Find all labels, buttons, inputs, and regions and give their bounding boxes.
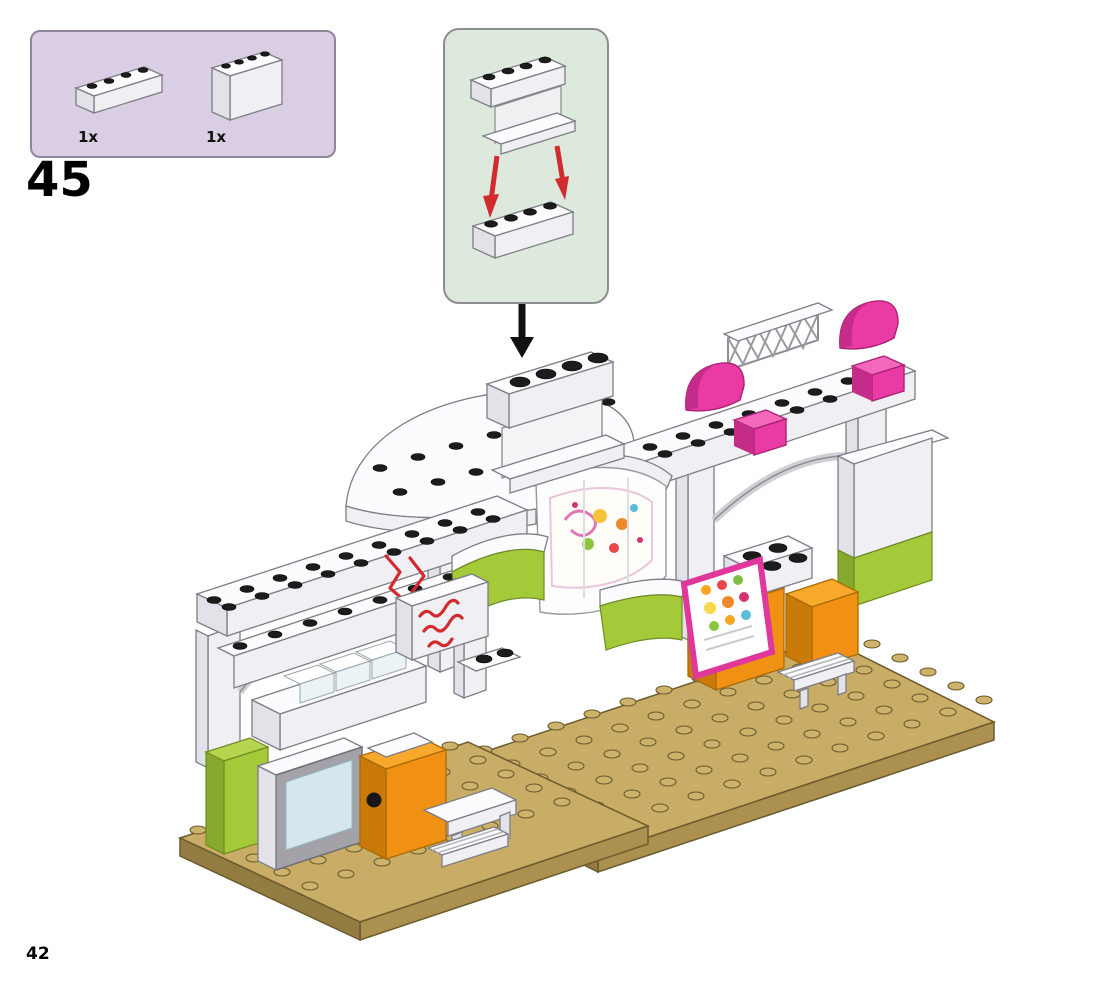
girder-studs-left — [206, 508, 501, 611]
red-sign — [384, 554, 490, 662]
part-1x4-brick — [74, 66, 164, 115]
page-number: 42 — [26, 944, 50, 964]
lime-wall-right — [599, 578, 687, 651]
step-number: 45 — [26, 152, 93, 208]
lime-panel — [204, 737, 270, 855]
front-bench — [426, 826, 510, 868]
pink-roof-left — [685, 362, 745, 412]
guide-arrow-icon — [483, 155, 500, 218]
part-count: 1x — [78, 128, 99, 146]
menu-board — [680, 556, 776, 680]
inset-lower-brick — [471, 201, 575, 260]
part-count: 1x — [206, 128, 227, 146]
down-arrow-icon — [510, 302, 534, 358]
side-bench — [776, 652, 856, 710]
snack-counter — [250, 640, 428, 752]
window — [256, 737, 364, 872]
parts-callout: 1x 1x — [30, 30, 336, 158]
window-glass — [285, 759, 353, 851]
pink-roof-right — [839, 300, 899, 350]
instruction-inset — [443, 28, 609, 304]
serving-station — [680, 535, 860, 692]
lattice-fence — [722, 302, 834, 372]
magenta-brick-right — [850, 355, 906, 402]
inset-diagram — [469, 56, 577, 260]
overhead-girder-right — [598, 300, 917, 496]
part-1x4x2-brick — [210, 51, 284, 122]
speaker-hole — [366, 792, 382, 808]
inset-upper-assembly — [469, 56, 577, 155]
food-bins — [282, 640, 408, 704]
drive-thru-speaker — [358, 732, 448, 861]
menu-print — [548, 486, 653, 589]
guide-arrow-icon — [554, 145, 569, 200]
magenta-brick-left — [732, 409, 788, 456]
curved-glass-wall — [527, 453, 673, 615]
placed-brick-assembly — [485, 351, 626, 494]
back-wall-studs — [232, 573, 458, 650]
